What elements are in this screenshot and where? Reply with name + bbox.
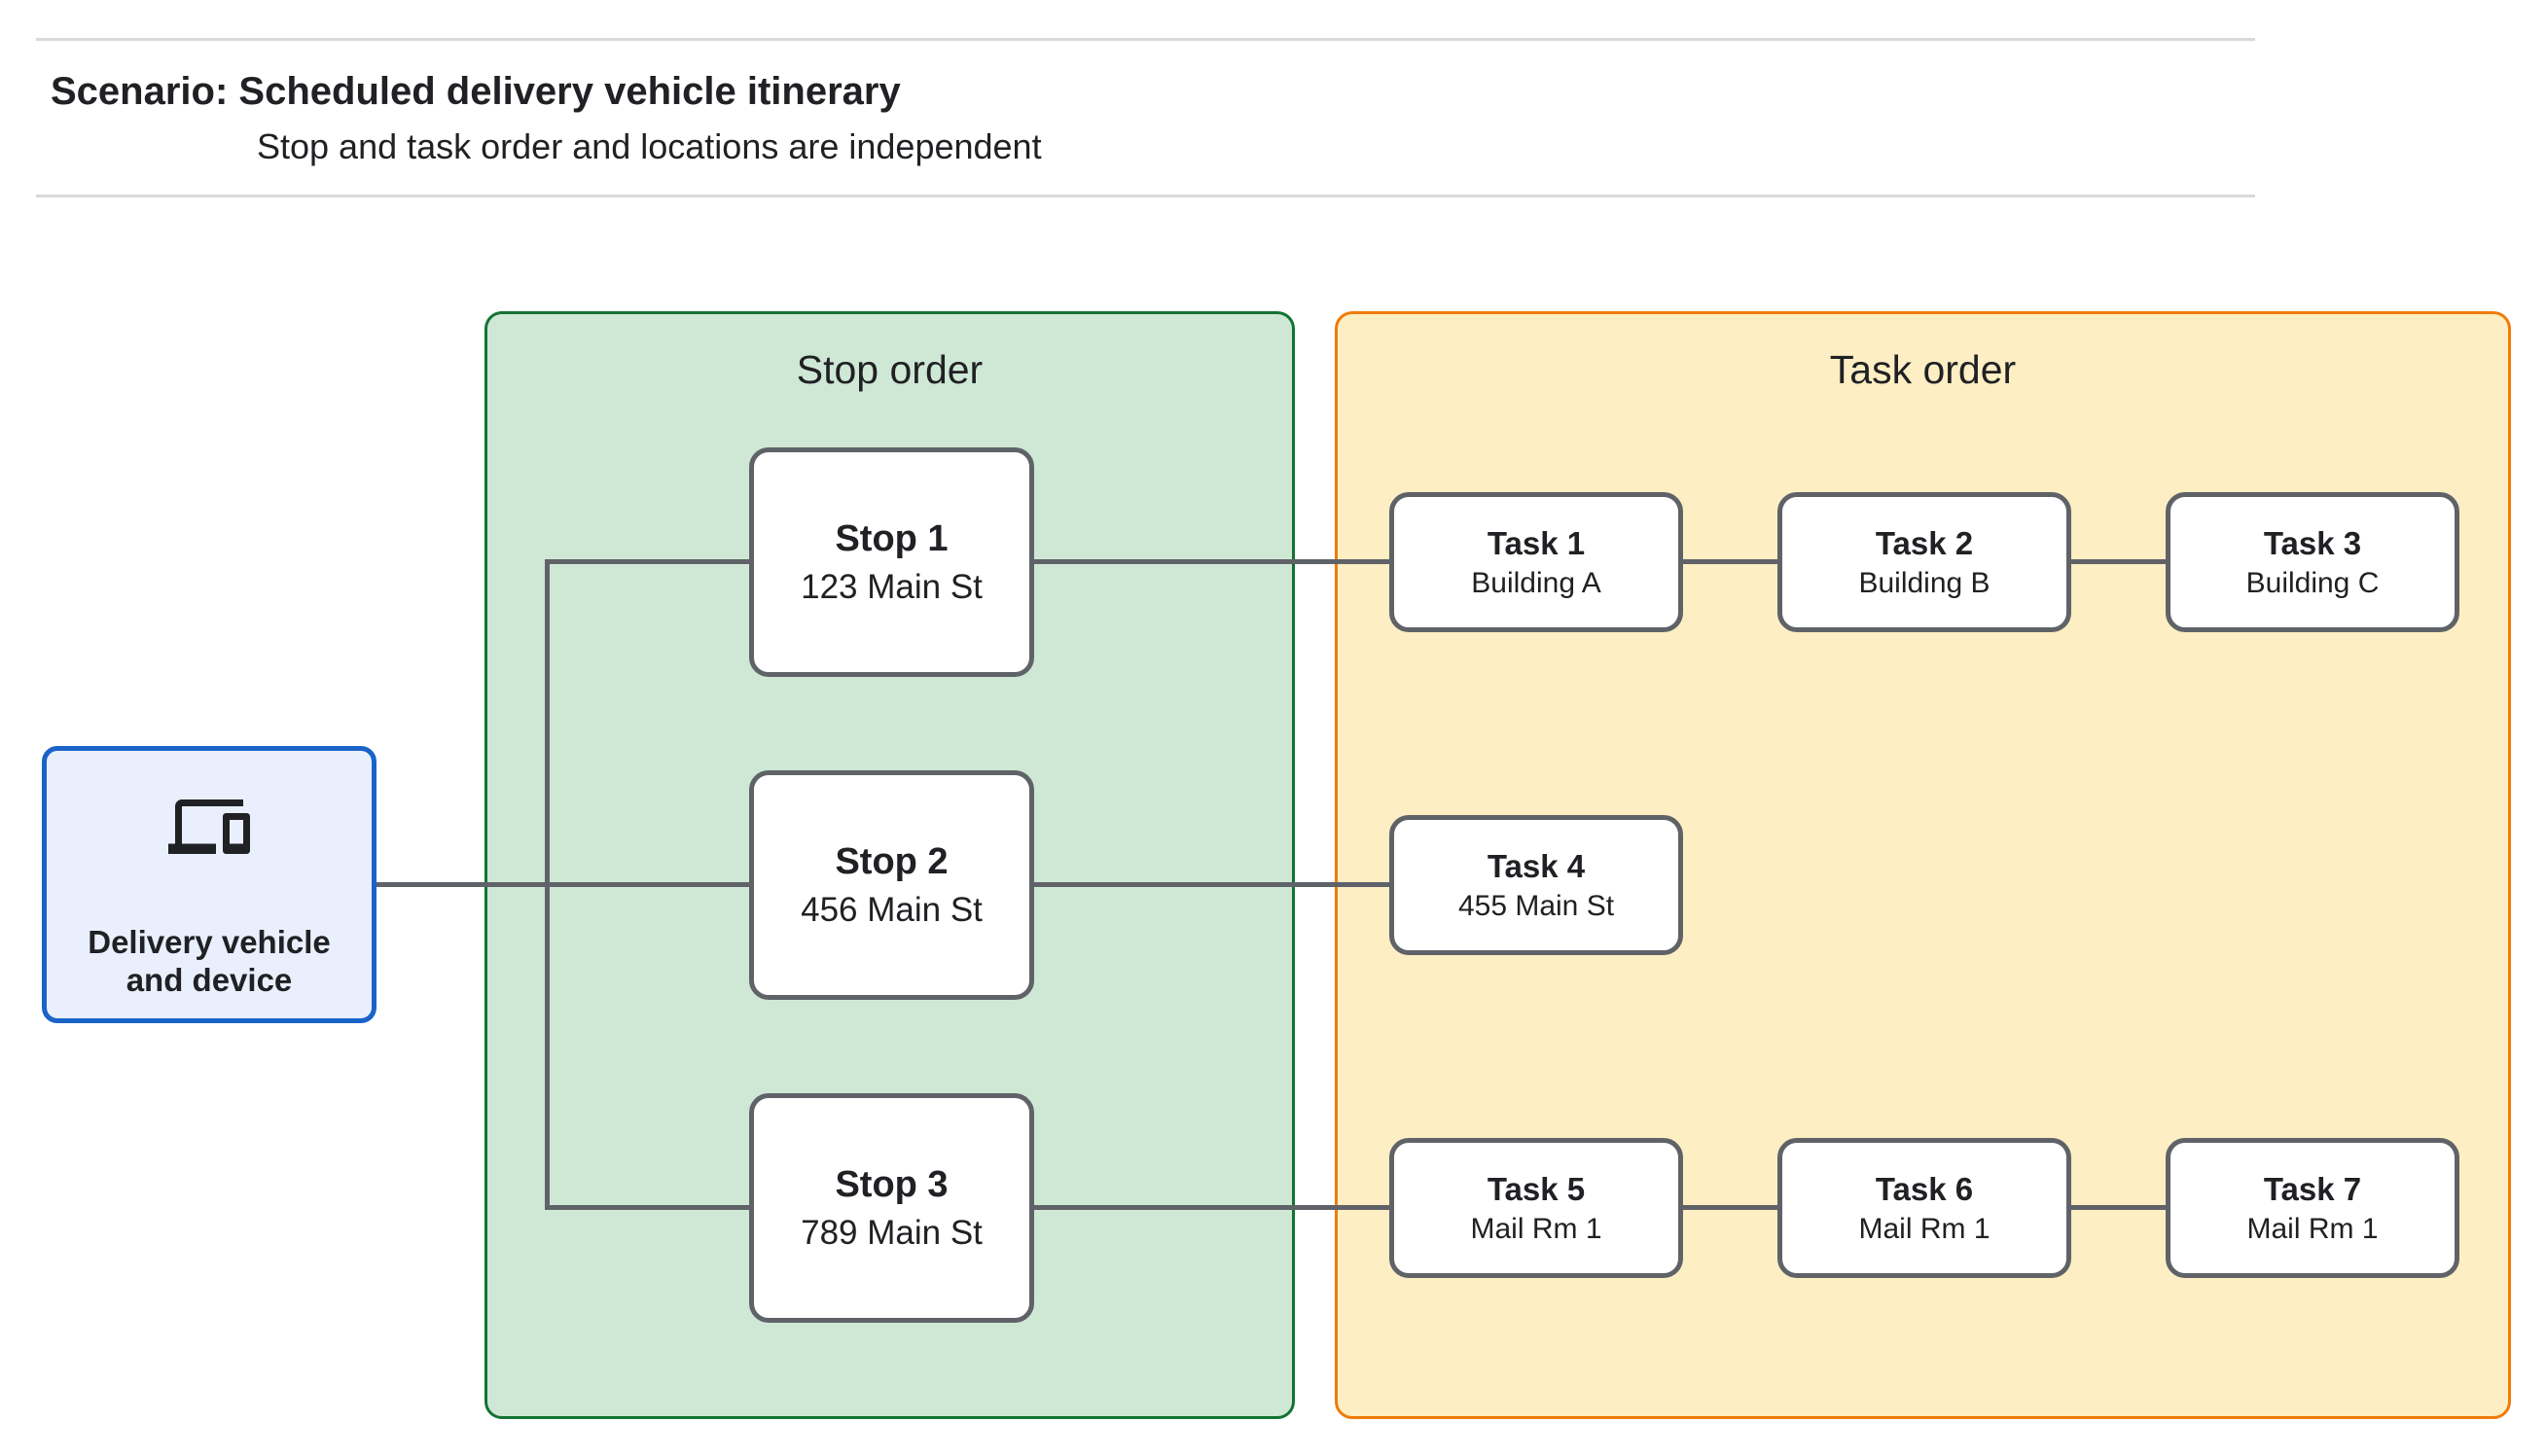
connector-trunk-to-stop3: [545, 1205, 749, 1210]
stop-node-1: Stop 1 123 Main St: [749, 447, 1034, 677]
stop-name: Stop 3: [835, 1163, 949, 1205]
connector-trunk-vertical: [545, 559, 550, 1210]
task-name: Task 4: [1487, 847, 1586, 884]
task-location: Building C: [2245, 566, 2380, 599]
page-subtitle: Stop and task order and locations are in…: [257, 126, 1042, 166]
task-name: Task 5: [1487, 1170, 1586, 1207]
delivery-vehicle-label: Delivery vehicle and device: [88, 924, 331, 998]
task-location: Building A: [1471, 566, 1601, 599]
connector-vehicle-to-stop2: [377, 882, 749, 887]
connector-task5-to-task6: [1683, 1205, 1777, 1210]
divider-top: [36, 38, 2255, 41]
stop-location: 456 Main St: [801, 890, 983, 929]
connector-trunk-to-stop1: [545, 559, 749, 564]
task-node-7: Task 7 Mail Rm 1: [2166, 1138, 2459, 1278]
connector-task6-to-task7: [2071, 1205, 2166, 1210]
stop-location: 789 Main St: [801, 1213, 983, 1252]
divider-bottom: [36, 195, 2255, 197]
task-order-panel-label: Task order: [1829, 347, 2017, 392]
stop-node-2: Stop 2 456 Main St: [749, 770, 1034, 1000]
connector-task2-to-task3: [2071, 559, 2166, 564]
task-location: Mail Rm 1: [2246, 1212, 2379, 1245]
task-location: 455 Main St: [1457, 889, 1615, 922]
delivery-vehicle-node: Delivery vehicle and device: [42, 746, 377, 1023]
task-name: Task 3: [2263, 524, 2362, 561]
connector-stop1-to-task1: [1034, 559, 1389, 564]
task-location: Mail Rm 1: [1470, 1212, 1602, 1245]
task-node-2: Task 2 Building B: [1777, 492, 2071, 632]
task-node-5: Task 5 Mail Rm 1: [1389, 1138, 1683, 1278]
connector-stop3-to-task5: [1034, 1205, 1389, 1210]
task-name: Task 7: [2263, 1170, 2362, 1207]
task-node-3: Task 3 Building C: [2166, 492, 2459, 632]
task-location: Mail Rm 1: [1858, 1212, 1990, 1245]
stop-name: Stop 1: [835, 517, 949, 559]
devices-icon: [168, 799, 250, 854]
stop-node-3: Stop 3 789 Main St: [749, 1093, 1034, 1323]
stop-location: 123 Main St: [801, 567, 983, 606]
task-name: Task 2: [1875, 524, 1974, 561]
connector-stop2-to-task4: [1034, 882, 1389, 887]
task-name: Task 1: [1487, 524, 1586, 561]
connector-task1-to-task2: [1683, 559, 1777, 564]
task-node-6: Task 6 Mail Rm 1: [1777, 1138, 2071, 1278]
task-node-4: Task 4 455 Main St: [1389, 815, 1683, 955]
stop-name: Stop 2: [835, 840, 949, 882]
stop-order-panel-label: Stop order: [796, 347, 984, 392]
task-name: Task 6: [1875, 1170, 1974, 1207]
page-title: Scenario: Scheduled delivery vehicle iti…: [51, 70, 901, 113]
task-node-1: Task 1 Building A: [1389, 492, 1683, 632]
task-location: Building B: [1858, 566, 1990, 599]
